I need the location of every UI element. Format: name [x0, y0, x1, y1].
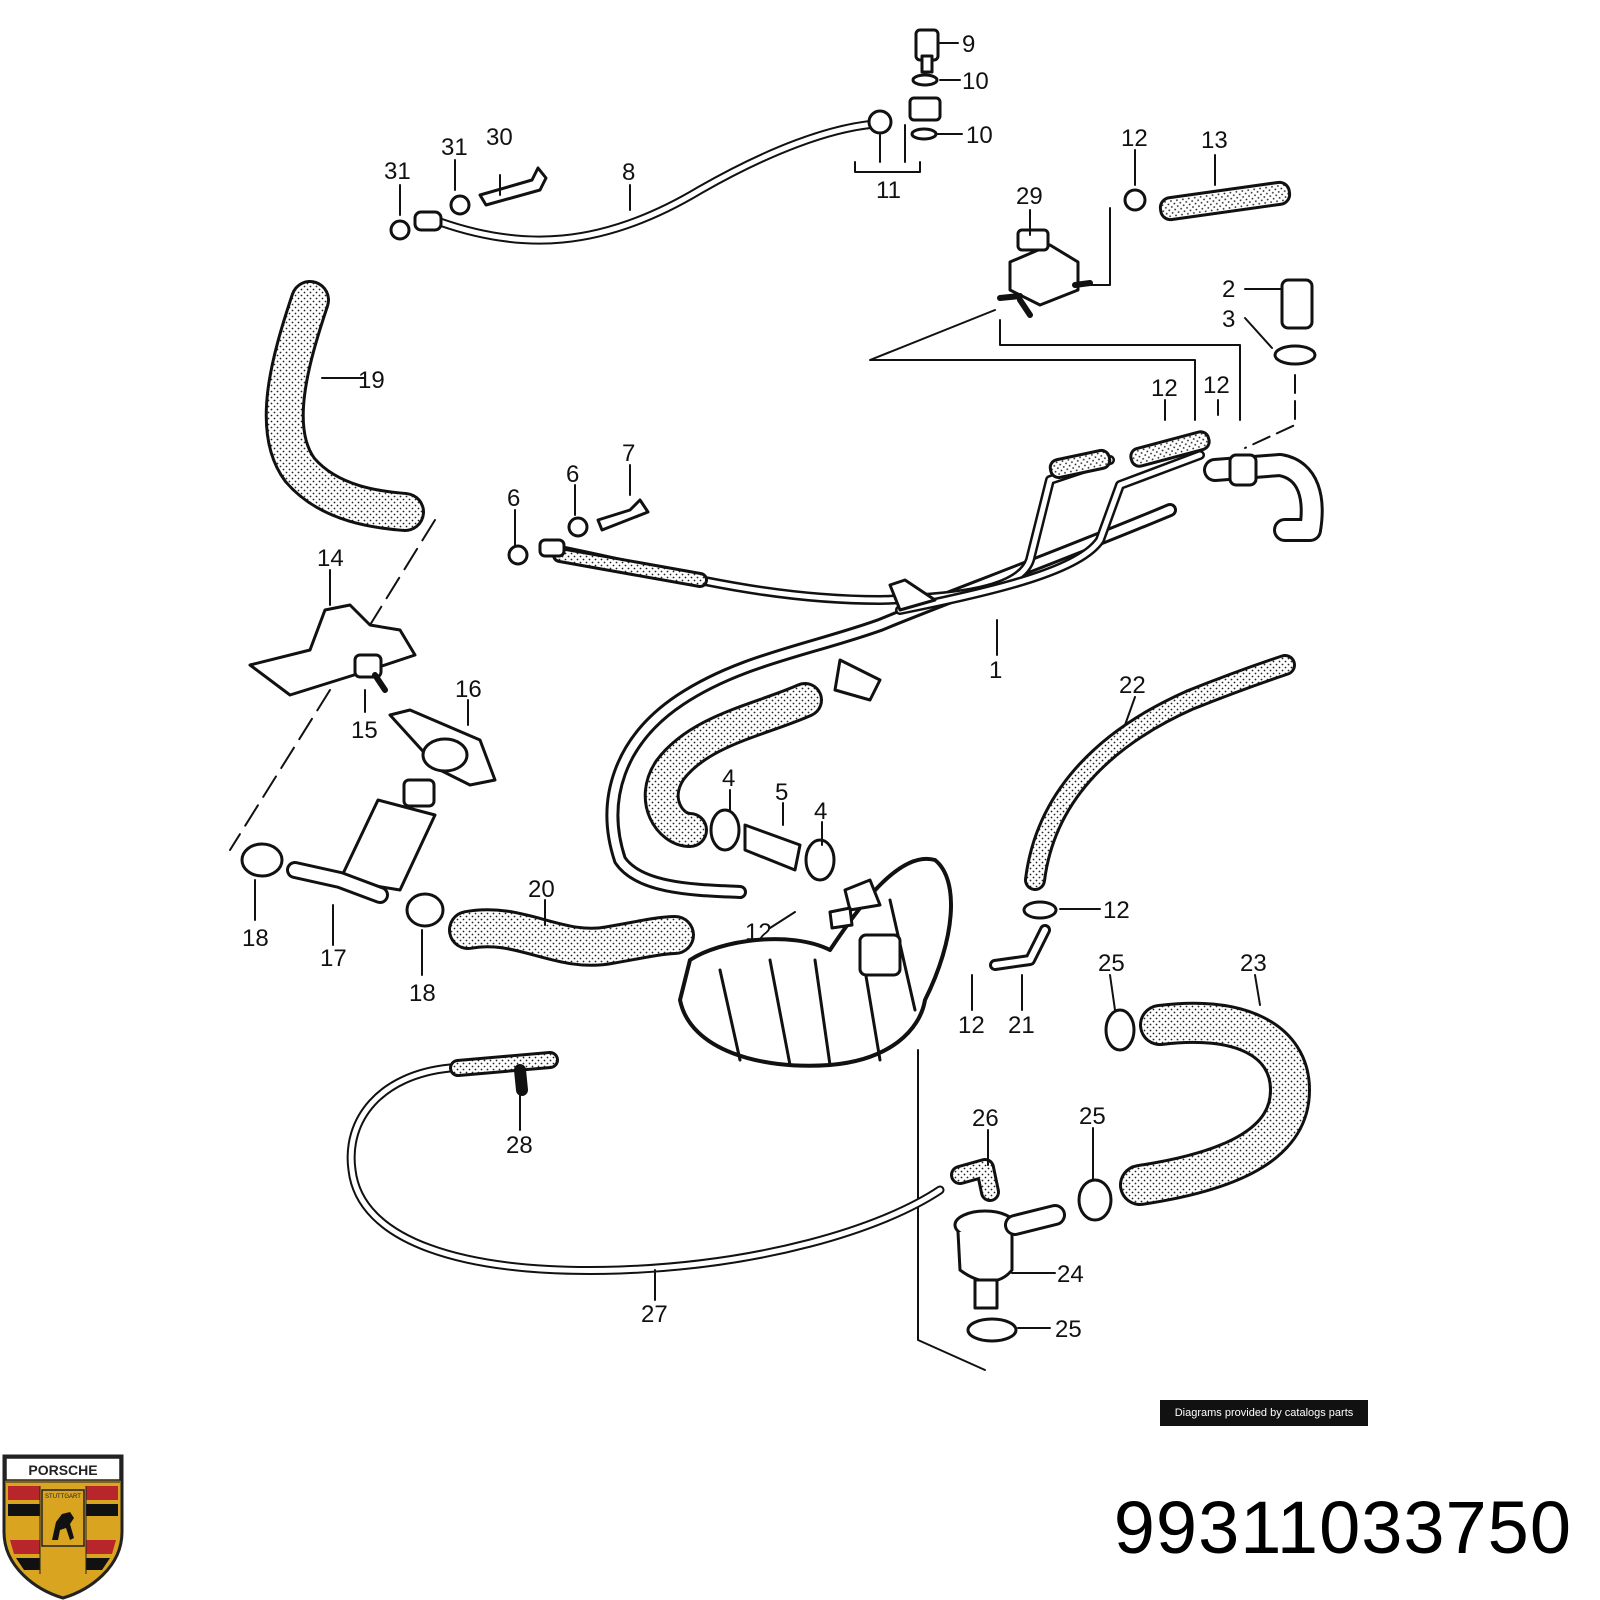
part-15	[353, 653, 388, 693]
callout-labels: 9 10 10 11 30 31 31 8 12 13 29 2 3 19 12…	[242, 31, 1267, 1343]
part-16-clamp	[388, 708, 497, 787]
callout-label: 16	[455, 676, 482, 703]
part-18-clamp-left	[240, 842, 284, 878]
callout-label: 12	[1103, 897, 1130, 924]
callout-label: 12	[1151, 375, 1178, 402]
banjo-bolt-assembly	[854, 28, 942, 173]
callout-label: 11	[876, 177, 901, 204]
callout-label: 6	[507, 485, 520, 512]
part-24-valve	[953, 1204, 1066, 1310]
leader-lines	[229, 309, 1241, 1371]
part-14-bracket	[248, 603, 417, 697]
callout-label: 12	[745, 919, 772, 946]
intake-boot	[678, 856, 953, 1068]
callout-label: 8	[622, 159, 635, 186]
part-8-line	[389, 119, 880, 245]
parts-4-5	[709, 808, 836, 882]
callout-label: 7	[622, 440, 635, 467]
part-17-valve	[286, 778, 437, 904]
callout-label: 2	[1222, 276, 1235, 303]
callout-label: 1	[989, 657, 1002, 684]
part-27-line	[346, 1063, 945, 1275]
part-29-valve	[997, 180, 1292, 318]
callout-label: 13	[1201, 127, 1228, 154]
part-25-clamp-a	[1104, 1008, 1136, 1052]
callout-label: 18	[242, 925, 269, 952]
callout-label: 17	[320, 945, 347, 972]
callout-label: 4	[814, 798, 827, 825]
callout-label: 31	[441, 134, 468, 161]
porsche-crest-icon: PORSCHE STUTTGART	[2, 1454, 124, 1600]
callout-label: 29	[1016, 183, 1043, 210]
callout-label: 27	[641, 1301, 668, 1328]
callout-leaders	[254, 42, 1283, 1329]
callout-label: 20	[528, 876, 555, 903]
callout-label: 9	[962, 31, 975, 58]
callout-label: 10	[962, 68, 989, 95]
callout-label: 25	[1055, 1316, 1082, 1343]
callout-label: 15	[351, 717, 378, 744]
part-number: 99311033750	[1113, 1486, 1572, 1569]
callout-label: 30	[486, 124, 513, 151]
callout-label: 26	[972, 1105, 999, 1132]
logo-city: STUTTGART	[45, 1494, 81, 1500]
callout-label: 10	[966, 122, 993, 149]
part-25-clamp-b	[1077, 1178, 1113, 1222]
callout-label: 12	[958, 1012, 985, 1039]
parts-6-7	[507, 498, 650, 566]
callout-label: 25	[1079, 1103, 1106, 1130]
callout-label: 31	[384, 158, 411, 185]
part-1-pipe-assembly	[552, 430, 1324, 899]
callout-label: 22	[1119, 672, 1146, 699]
part-18-clamp-right	[405, 892, 445, 928]
callout-label: 12	[1121, 125, 1148, 152]
callout-label: 24	[1057, 1261, 1084, 1288]
part-22-hose	[1024, 654, 1296, 891]
callout-label: 28	[506, 1132, 533, 1159]
callout-label: 5	[775, 779, 788, 806]
part-28-tee	[449, 1051, 559, 1096]
callout-label: 25	[1098, 950, 1125, 977]
part-2-3-cap-clamp	[1244, 278, 1317, 449]
callout-label: 3	[1222, 306, 1235, 333]
callout-label: 4	[722, 765, 735, 792]
logo-wordmark: PORSCHE	[28, 1462, 97, 1478]
diagram-credit: Diagrams provided by catalogs parts	[1160, 1400, 1368, 1426]
part-25-clamp-c	[966, 1317, 1018, 1343]
callout-label: 19	[358, 367, 385, 394]
callout-label: 23	[1240, 950, 1267, 977]
callout-label: 12	[1203, 372, 1230, 399]
callout-label: 18	[409, 980, 436, 1007]
callout-label: 14	[317, 545, 344, 572]
callout-label: 21	[1008, 1012, 1035, 1039]
callout-label: 6	[566, 461, 579, 488]
